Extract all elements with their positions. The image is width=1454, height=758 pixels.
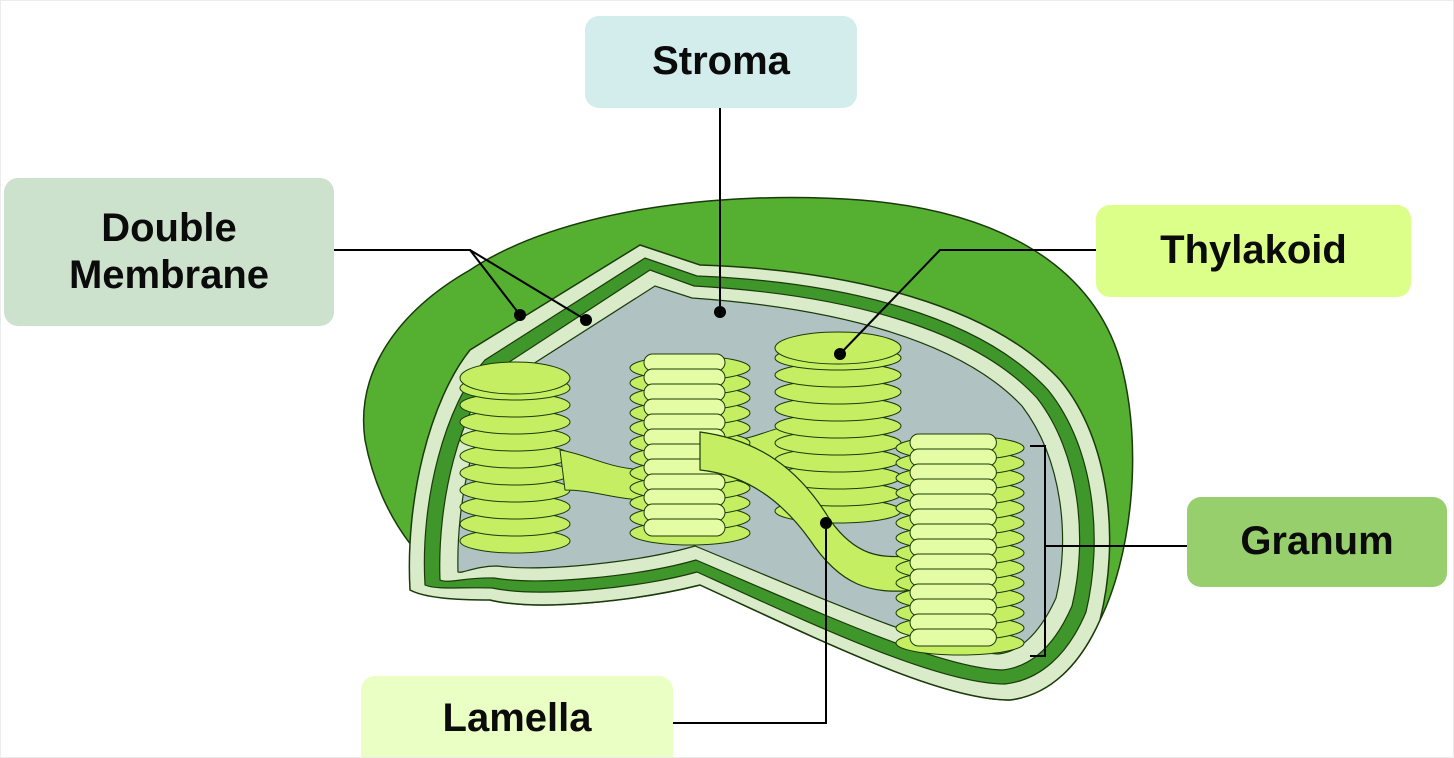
granum-right-section xyxy=(909,628,997,647)
granum-middle-section xyxy=(643,383,726,402)
granum-middle-section xyxy=(643,488,726,507)
dot-outer-membrane xyxy=(514,309,526,321)
granum-left-top-disc xyxy=(459,361,571,395)
leader-lamella xyxy=(673,523,827,724)
label-stroma: Stroma xyxy=(585,16,857,108)
granum-right-section xyxy=(909,613,997,632)
granum-middle-section xyxy=(643,368,726,387)
granum-right-section xyxy=(909,598,997,617)
leader-double-membrane xyxy=(334,249,587,321)
granum-middle-section xyxy=(643,518,726,537)
granum-top-right-top-disc xyxy=(774,331,902,365)
granum-right-section xyxy=(909,463,997,482)
label-thylakoid: Thylakoid xyxy=(1096,205,1411,297)
leader-dots xyxy=(514,306,846,529)
granum-middle-section xyxy=(643,473,726,492)
granum-right-section xyxy=(909,448,997,467)
granum-top-right xyxy=(774,331,902,524)
dot-stroma xyxy=(714,306,726,318)
granum-right-section xyxy=(909,493,997,512)
granum-right-section xyxy=(909,508,997,527)
label-granum: Granum xyxy=(1187,497,1447,587)
granum-left xyxy=(459,361,571,554)
leader-granum xyxy=(1030,445,1187,657)
dot-inner-membrane xyxy=(580,314,592,326)
granum-right-section xyxy=(909,568,997,587)
granum-right xyxy=(895,433,1025,656)
dot-thylakoid xyxy=(834,348,846,360)
granum-middle-section xyxy=(643,398,726,417)
granum-right-section xyxy=(909,538,997,557)
granum-right-section xyxy=(909,478,997,497)
granum-right-section xyxy=(909,583,997,602)
leader-thylakoid xyxy=(839,249,1096,355)
dot-lamella xyxy=(820,517,832,529)
granum-right-section xyxy=(909,553,997,572)
granum-middle-section xyxy=(643,413,726,432)
granum-right-section xyxy=(909,433,997,452)
label-double-membrane: Double Membrane xyxy=(4,178,334,326)
granum-middle-section xyxy=(643,353,726,372)
granum-right-section xyxy=(909,523,997,542)
leader-lines xyxy=(334,108,1187,724)
label-lamella: Lamella xyxy=(361,676,673,758)
granum-middle-section xyxy=(643,503,726,522)
